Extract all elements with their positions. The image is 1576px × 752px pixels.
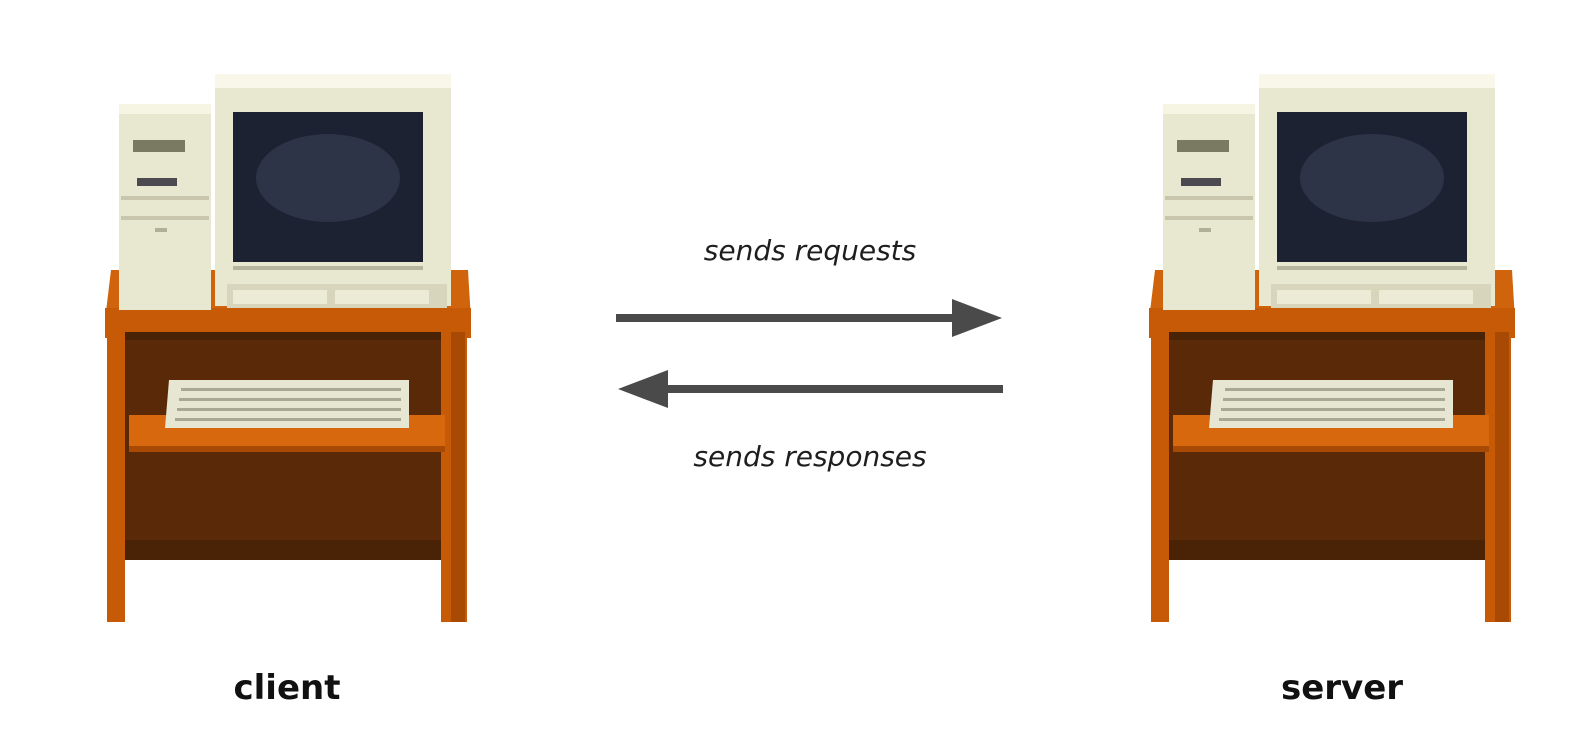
computer-desk-icon	[105, 74, 471, 622]
computer-desk-icon	[1149, 74, 1515, 622]
server-label: server	[1280, 668, 1404, 708]
client-label: client	[233, 668, 341, 708]
server-computer-icon	[1147, 70, 1517, 630]
arrows-group	[616, 299, 1003, 408]
client-computer-icon	[103, 70, 473, 630]
response-arrow	[618, 370, 1003, 408]
response-label: sends responses	[693, 440, 927, 473]
request-label: sends requests	[703, 234, 917, 267]
request-arrow	[616, 299, 1002, 337]
